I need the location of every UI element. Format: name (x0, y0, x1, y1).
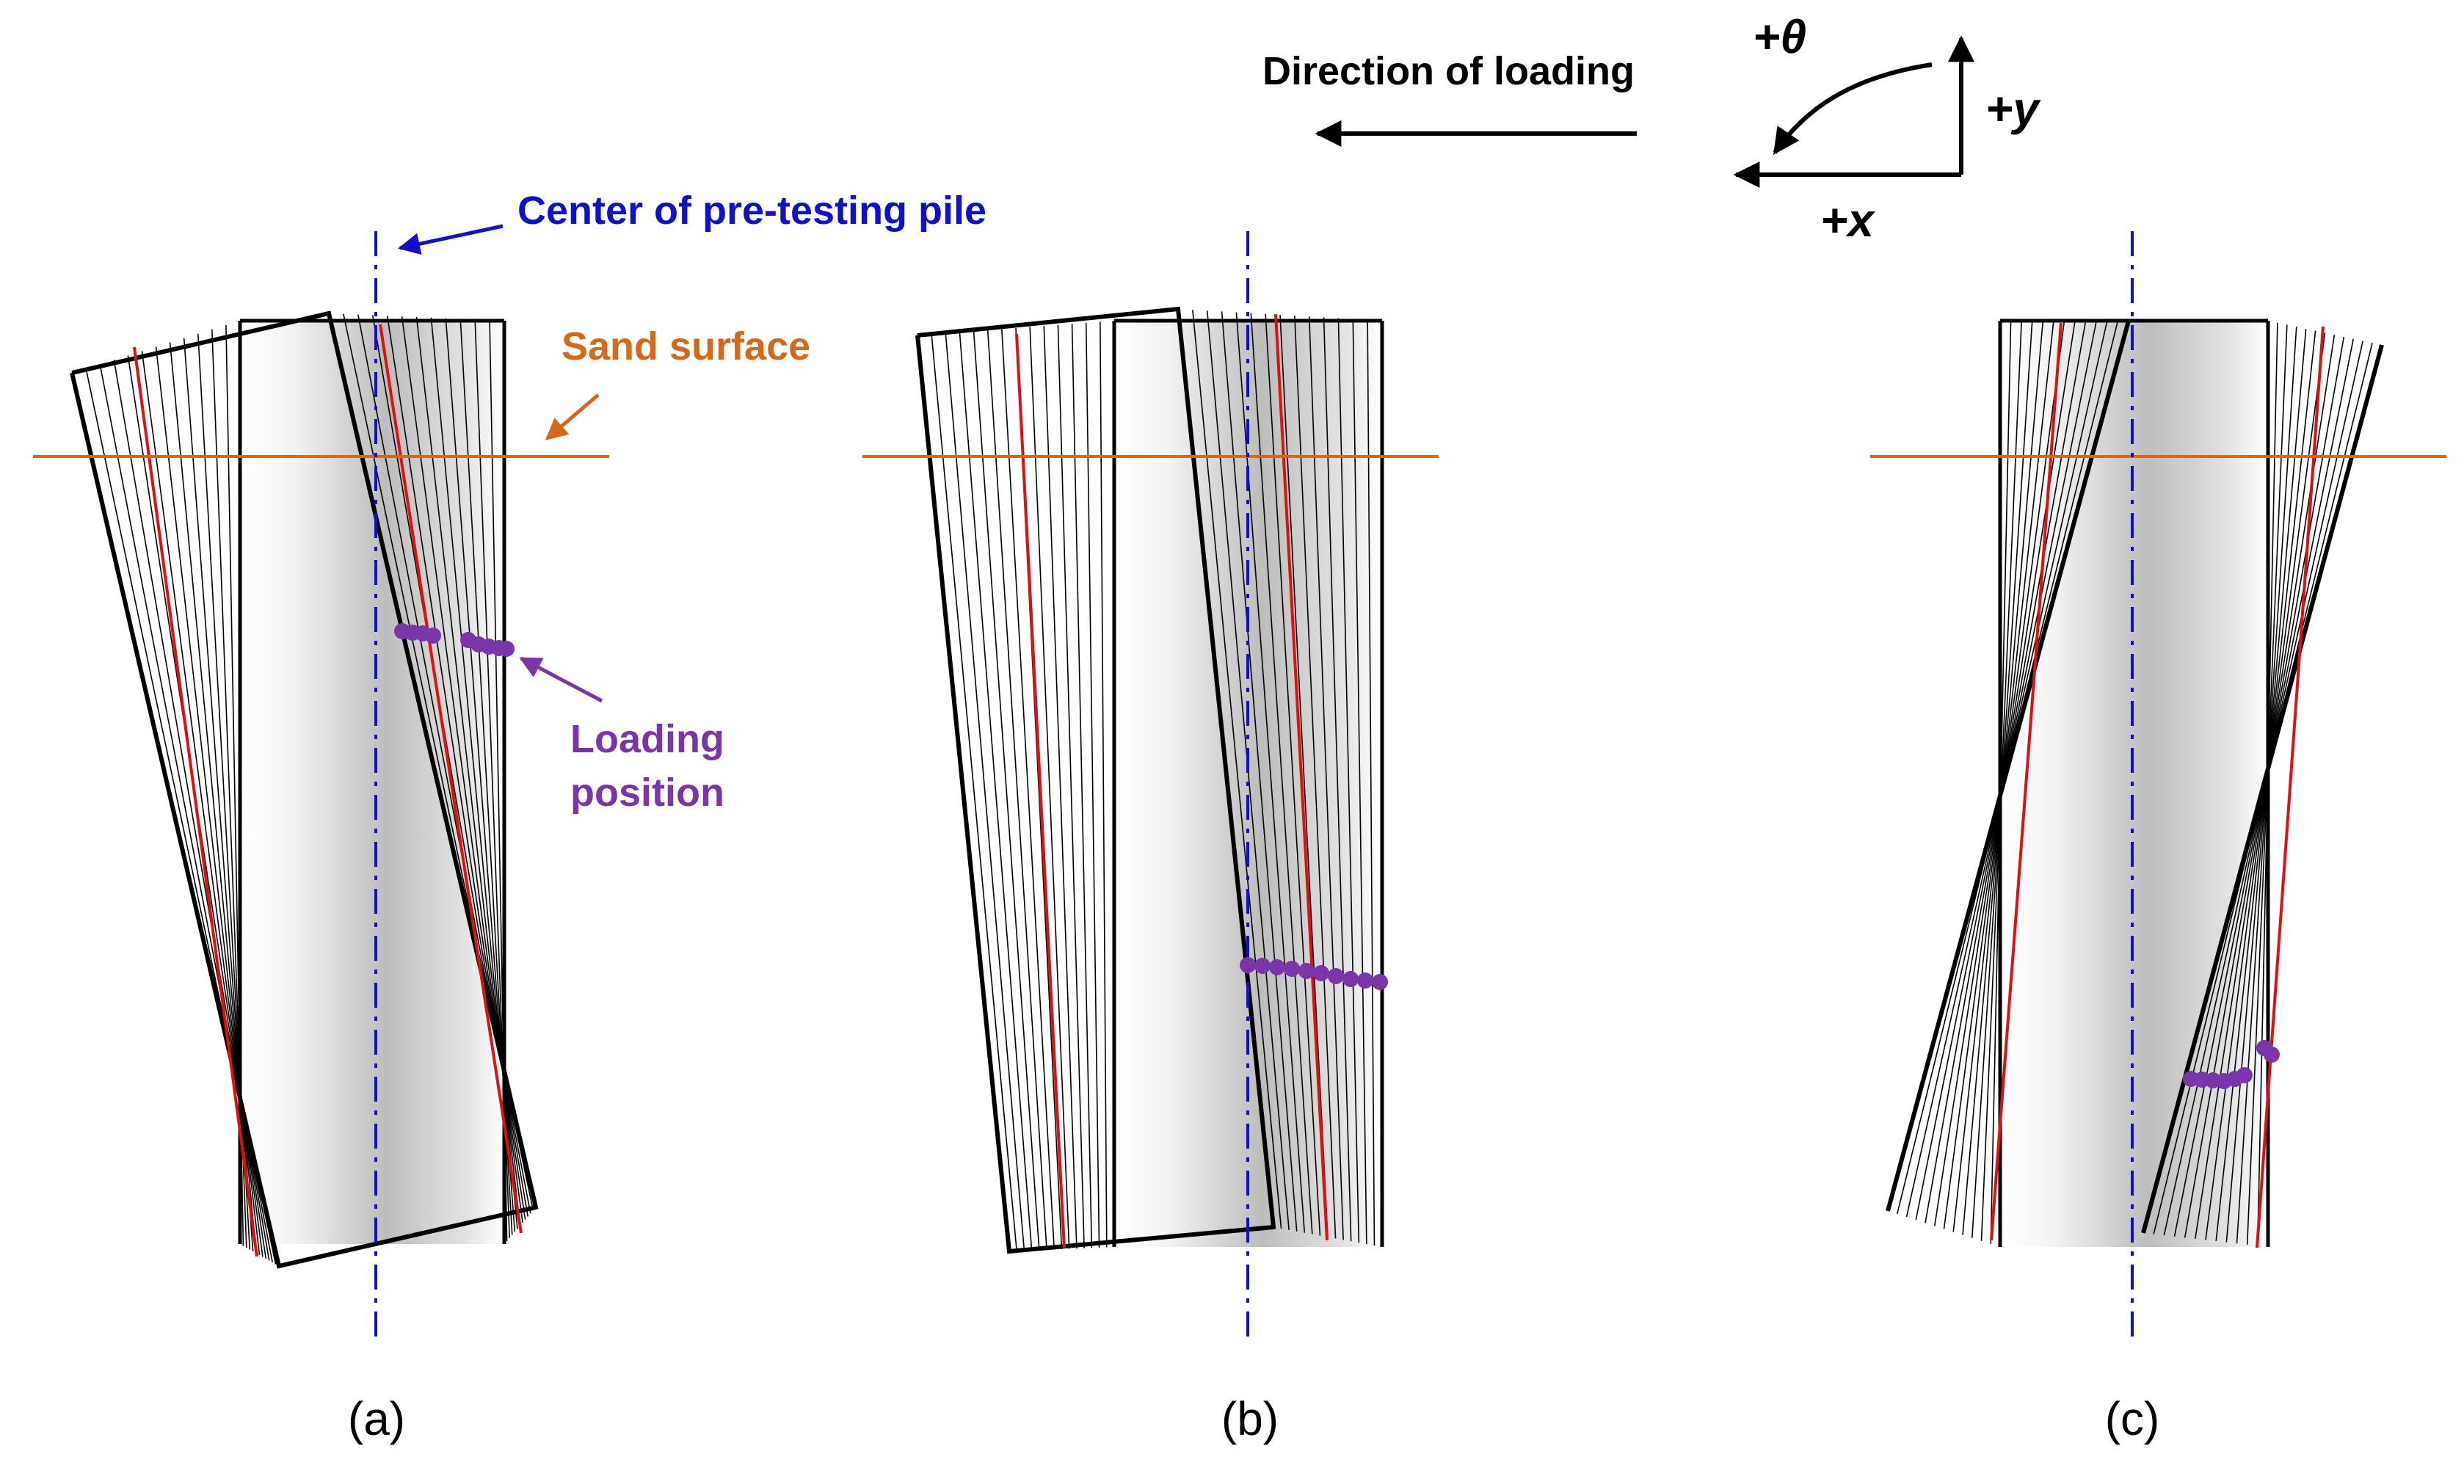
pile-outline-step (986, 330, 1047, 1250)
loading-position-dot (2236, 1067, 2253, 1083)
pile-outline-red-left (1015, 333, 1066, 1248)
pile-outline-step (1265, 313, 1321, 1236)
panel-label-c: (c) (2105, 1392, 2160, 1445)
pile-outline-step (1043, 326, 1077, 1249)
pile-outline-step (1279, 314, 1329, 1237)
callout-arrow-icon (398, 224, 504, 255)
center-label: Center of pre-testing pile (517, 189, 986, 233)
pile-outline-step (973, 331, 1040, 1251)
pile-outline-final (70, 310, 539, 1269)
pile-outline-final (915, 306, 1276, 1254)
loading-position-dot (1372, 974, 1388, 990)
pile-outline-red-left (133, 346, 258, 1257)
pile-outline-final-right (2141, 344, 2384, 1234)
theta-arrow (1773, 62, 1933, 155)
pile-outline-red-right (1274, 313, 1329, 1241)
loading-position-dot (1342, 971, 1359, 987)
panel-a: (a) (33, 231, 609, 1445)
loading-position-label-line2: position (570, 771, 724, 815)
pile-outline-red-left (1990, 322, 2063, 1241)
loading-positions (394, 623, 515, 657)
pile-outline-step (1235, 312, 1306, 1233)
loading-position-dot (425, 628, 441, 644)
panel-label-b: (b) (1221, 1392, 1279, 1445)
pile-outline-step (1250, 313, 1313, 1234)
pile-outline-step (1001, 329, 1055, 1250)
pile-outline-step (1337, 318, 1360, 1243)
callout-arrow-icon (519, 656, 603, 703)
loading-position-dot (2264, 1047, 2280, 1063)
pile-outline-step (931, 334, 1018, 1251)
pile-outline-step (1352, 319, 1367, 1245)
loading-position-dot (1357, 972, 1373, 989)
loading-position-dot (1240, 957, 1256, 973)
pile-body (2000, 321, 2268, 1247)
pile-outline-family (917, 308, 1383, 1252)
panel-c: (c) (1870, 231, 2446, 1445)
axis-arrows-icon: +θ +y +x (1733, 10, 2041, 247)
panel-label-a: (a) (348, 1392, 405, 1445)
loading-position-dot (1328, 968, 1344, 984)
loading-position-dot (1284, 961, 1300, 977)
pile-outline-red-right (2256, 326, 2325, 1248)
loading-position-dot (1313, 965, 1329, 981)
pile-outline-step (1029, 327, 1070, 1249)
pile-outline-final-left (1886, 320, 2131, 1212)
panel-b: (b) (862, 231, 1439, 1445)
loading-position-dot (1269, 959, 1285, 975)
loading-position-label: Loading (570, 717, 724, 761)
callout-arrow-icon (545, 393, 600, 440)
theta-label: +θ (1753, 10, 1806, 63)
pile-outline-step (1367, 319, 1375, 1246)
pile-outline-step (1294, 316, 1337, 1239)
pile-outline-step (1085, 322, 1100, 1248)
pile-outline-step (959, 332, 1033, 1251)
pile-outline-step (945, 333, 1025, 1251)
pile-outline-step (1221, 311, 1298, 1232)
loading-position-dot (1298, 963, 1315, 979)
loading-positions (2183, 1040, 2280, 1089)
pile-outline-step (1308, 316, 1344, 1240)
loading-position-dot (1254, 958, 1271, 974)
loading-position-dot (498, 641, 515, 657)
pile-outline-step (1057, 324, 1085, 1248)
annotations: Center of pre-testing pile Sand surface … (398, 49, 1637, 815)
sand-surface-label: Sand surface (562, 324, 810, 368)
pile-outline-red-right (379, 324, 523, 1234)
pile-outline-step (1100, 321, 1108, 1248)
pile-body (240, 321, 504, 1244)
direction-label: Direction of loading (1262, 49, 1635, 93)
pile-outline-step (1071, 324, 1093, 1248)
loading-positions (1240, 957, 1388, 990)
x-label: +x (1820, 194, 1875, 247)
pile-outline-step (1192, 310, 1282, 1229)
pile-outline-step (1323, 317, 1352, 1242)
y-label: +y (1985, 82, 2041, 135)
